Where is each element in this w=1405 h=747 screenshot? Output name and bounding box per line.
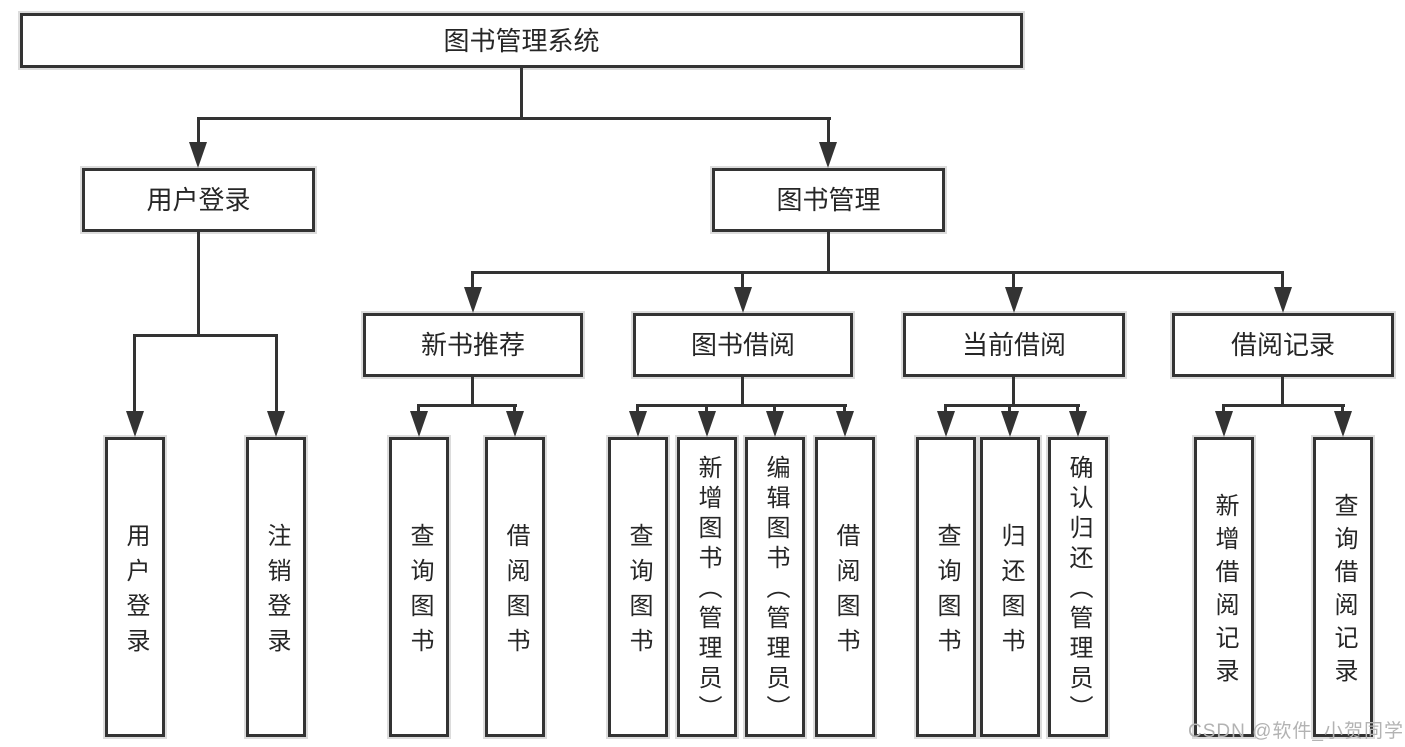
node-book-borrowing: 图书借阅 bbox=[633, 313, 853, 377]
node-label: 查询图书 bbox=[406, 522, 433, 663]
connector-line bbox=[472, 271, 1284, 274]
arrow-down-icon bbox=[836, 411, 854, 437]
arrow-down-icon bbox=[267, 411, 285, 437]
node-leaf-query-books-3: 查询图书 bbox=[916, 437, 976, 737]
arrow-down-icon bbox=[506, 411, 524, 437]
node-label: 新增借阅记录 bbox=[1211, 492, 1238, 691]
node-label: 查询图书 bbox=[625, 522, 652, 663]
node-leaf-query-books-2: 查询图书 bbox=[608, 437, 668, 737]
arrow-down-icon bbox=[629, 411, 647, 437]
connector-line bbox=[741, 377, 744, 406]
node-leaf-borrow-books-2: 借阅图书 bbox=[815, 437, 875, 737]
connector-line bbox=[417, 404, 420, 413]
node-book-management: 图书管理 bbox=[712, 168, 945, 232]
connector-line bbox=[197, 232, 200, 336]
node-borrowing-records: 借阅记录 bbox=[1172, 313, 1394, 377]
arrow-down-icon bbox=[766, 411, 784, 437]
connector-line bbox=[471, 271, 474, 289]
node-label: 注销登录 bbox=[263, 522, 290, 663]
node-label: 借阅图书 bbox=[832, 522, 859, 663]
arrow-down-icon bbox=[937, 411, 955, 437]
node-leaf-add-borrow-record: 新增借阅记录 bbox=[1194, 437, 1254, 737]
arrow-down-icon bbox=[1069, 411, 1087, 437]
connector-line bbox=[945, 404, 1080, 407]
node-label: 用户登录 bbox=[146, 185, 251, 215]
connector-line bbox=[827, 232, 830, 273]
connector-line bbox=[773, 404, 776, 413]
node-label: 确认归还（管理员） bbox=[1065, 455, 1092, 725]
node-label: 新增图书（管理员） bbox=[694, 455, 721, 725]
connector-line bbox=[705, 404, 708, 413]
node-new-book-recommend: 新书推荐 bbox=[363, 313, 583, 377]
node-label: 用户登录 bbox=[122, 522, 149, 663]
node-leaf-return-books: 归还图书 bbox=[980, 437, 1040, 737]
node-leaf-add-books-admin: 新增图书（管理员） bbox=[677, 437, 737, 737]
connector-line bbox=[418, 404, 517, 407]
connector-line bbox=[133, 334, 136, 413]
node-label: 查询借阅记录 bbox=[1330, 492, 1357, 691]
connector-line bbox=[636, 404, 639, 413]
arrow-down-icon bbox=[1215, 411, 1233, 437]
arrow-down-icon bbox=[1274, 287, 1292, 313]
connector-line bbox=[827, 117, 830, 144]
arrow-down-icon bbox=[1005, 287, 1023, 313]
node-label: 编辑图书（管理员） bbox=[762, 455, 789, 725]
node-leaf-confirm-return-admin: 确认归还（管理员） bbox=[1048, 437, 1108, 737]
node-label: 归还图书 bbox=[997, 522, 1024, 663]
connector-line bbox=[1012, 271, 1015, 289]
node-leaf-borrow-books-1: 借阅图书 bbox=[485, 437, 545, 737]
connector-line bbox=[843, 404, 846, 413]
node-label: 当前借阅 bbox=[961, 330, 1066, 360]
connector-line bbox=[1223, 404, 1345, 407]
connector-line bbox=[197, 117, 200, 144]
node-current-borrowing: 当前借阅 bbox=[903, 313, 1125, 377]
connector-line bbox=[471, 377, 474, 406]
arrow-down-icon bbox=[698, 411, 716, 437]
node-leaf-query-books-1: 查询图书 bbox=[389, 437, 449, 737]
node-library-system: 图书管理系统 bbox=[20, 13, 1023, 68]
connector-line bbox=[1222, 404, 1225, 413]
arrow-down-icon bbox=[734, 287, 752, 313]
node-label: 图书管理 bbox=[776, 185, 881, 215]
node-label: 图书管理系统 bbox=[443, 25, 600, 56]
connector-line bbox=[1008, 404, 1011, 413]
node-leaf-query-borrow-record: 查询借阅记录 bbox=[1313, 437, 1373, 737]
arrow-down-icon bbox=[126, 411, 144, 437]
connector-line bbox=[197, 117, 831, 120]
node-label: 图书借阅 bbox=[690, 330, 795, 360]
arrow-down-icon bbox=[819, 142, 837, 168]
node-label: 借阅记录 bbox=[1230, 330, 1335, 360]
connector-line bbox=[513, 404, 516, 413]
connector-line bbox=[1012, 377, 1015, 406]
connector-line bbox=[520, 66, 523, 119]
node-user-login: 用户登录 bbox=[82, 168, 315, 232]
connector-line bbox=[1076, 404, 1079, 413]
connector-line bbox=[637, 404, 847, 407]
node-leaf-user-login: 用户登录 bbox=[105, 437, 165, 737]
connector-line bbox=[1341, 404, 1344, 413]
connector-line bbox=[1281, 271, 1284, 289]
connector-line bbox=[1281, 377, 1284, 406]
node-label: 借阅图书 bbox=[502, 522, 529, 663]
node-leaf-edit-books-admin: 编辑图书（管理员） bbox=[745, 437, 805, 737]
connector-line bbox=[944, 404, 947, 413]
connector-line bbox=[134, 334, 278, 337]
arrow-down-icon bbox=[464, 287, 482, 313]
node-label: 查询图书 bbox=[933, 522, 960, 663]
connector-line bbox=[741, 271, 744, 289]
arrow-down-icon bbox=[1334, 411, 1352, 437]
csdn-watermark: CSDN @软件_小贺同学 bbox=[1188, 721, 1404, 742]
arrow-down-icon bbox=[189, 142, 207, 168]
node-leaf-logout: 注销登录 bbox=[246, 437, 306, 737]
arrow-down-icon bbox=[1001, 411, 1019, 437]
connector-line bbox=[275, 334, 278, 413]
node-label: 新书推荐 bbox=[420, 330, 525, 360]
arrow-down-icon bbox=[410, 411, 428, 437]
